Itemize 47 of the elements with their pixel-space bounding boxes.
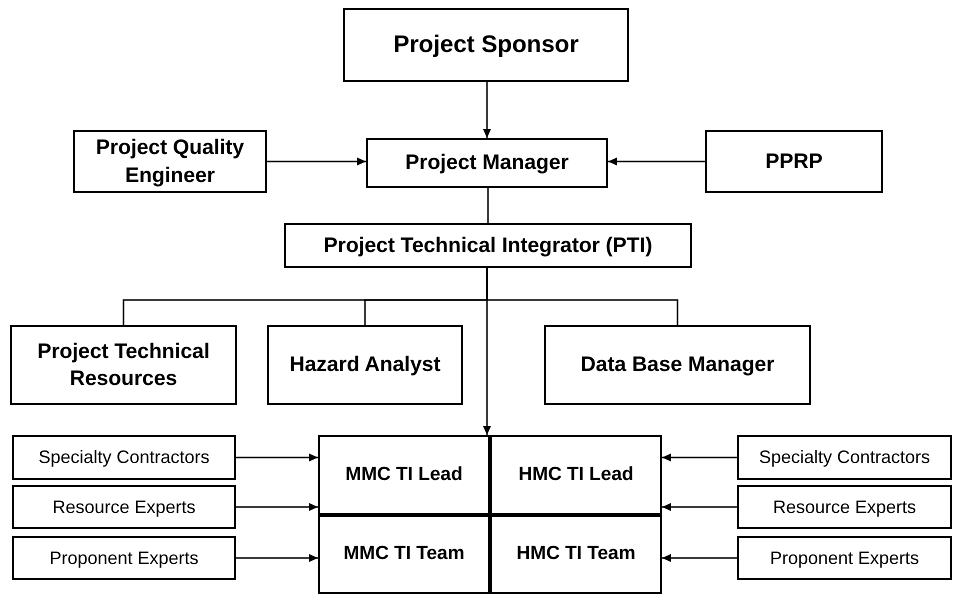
org-box (12, 485, 236, 529)
box-label: Resource Experts (52, 496, 196, 518)
org-box (10, 325, 237, 405)
arrow (236, 454, 318, 462)
org-box (318, 435, 490, 515)
org-box (737, 485, 952, 529)
arrow (662, 503, 737, 511)
box-label: Project Sponsor (393, 30, 579, 60)
box-label: Project Technical Integrator (PTI) (324, 232, 652, 259)
box-label: HMC TI Lead (518, 462, 634, 487)
arrow (236, 503, 318, 511)
box-label: Resource Experts (772, 496, 916, 518)
box-label: Specialty Contractors (758, 446, 930, 469)
arrow (662, 554, 737, 562)
org-box (737, 536, 952, 580)
org-box (284, 223, 692, 268)
box-label: Hazard Analyst (290, 352, 440, 378)
box-label: Proponent Experts (770, 546, 920, 570)
arrow (267, 158, 366, 166)
org-box (737, 435, 952, 480)
org-box (366, 138, 608, 188)
box-label: Specialty Contractors (38, 446, 210, 469)
org-box (343, 8, 629, 82)
arrow (483, 268, 491, 435)
box-label: Proponent Experts (49, 546, 199, 570)
org-box (73, 130, 267, 193)
org-box (12, 536, 236, 580)
org-box (12, 435, 236, 480)
org-box (544, 325, 811, 405)
org-box (705, 130, 883, 193)
box-label: PPRP (765, 148, 823, 175)
box-label: Project Manager (405, 150, 569, 176)
box-label: Project Quality Engineer (94, 135, 246, 188)
org-box (318, 515, 490, 594)
box-label: MMC TI Team (343, 542, 465, 566)
box-label: MMC TI Lead (345, 462, 463, 487)
connector-line (487, 188, 489, 223)
org-box (267, 325, 463, 405)
org-box (490, 515, 662, 594)
arrow (608, 158, 705, 166)
arrow (236, 554, 318, 562)
org-box (490, 435, 662, 515)
box-label: Project Technical Resources (36, 338, 211, 392)
arrow (483, 82, 491, 138)
arrow (662, 454, 737, 462)
box-label: Data Base Manager (580, 352, 774, 378)
box-label: HMC TI Team (516, 542, 636, 566)
